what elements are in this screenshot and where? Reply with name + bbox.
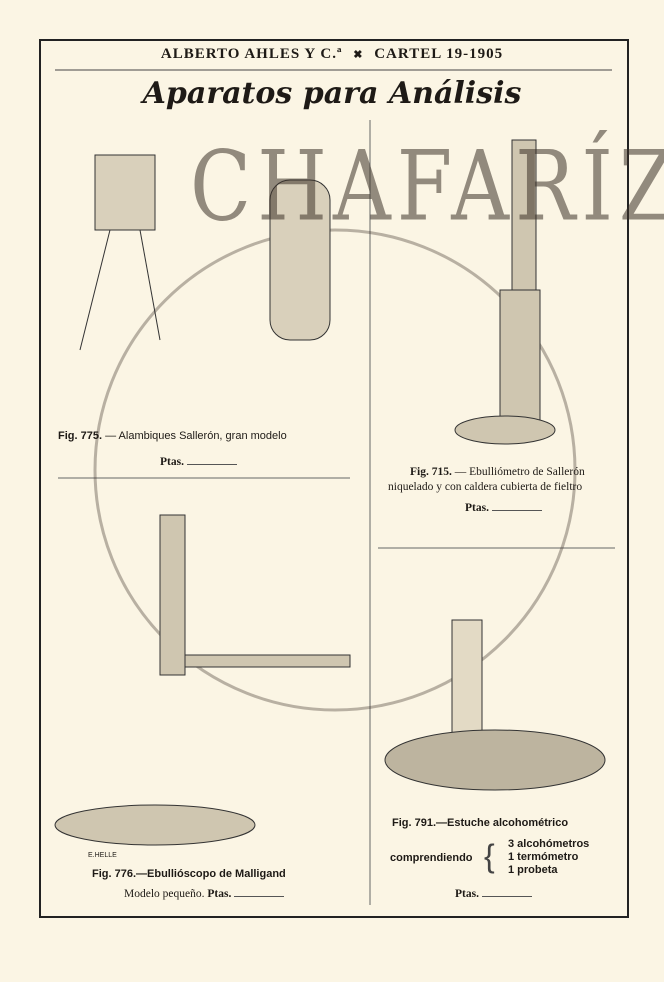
contents-item: 3 alcohómetros [508, 838, 590, 850]
separator: ✖ [353, 49, 364, 61]
page-title: Aparatos para Análisis [142, 76, 522, 111]
caption-fig-715-line2: niquelado y con caldera cubierta de fiel… [388, 481, 583, 493]
caption-fig-775: Fig. 775. — Alambiques Sallerón, gran mo… [58, 430, 287, 442]
catalog-number: CARTEL 19-1905 [374, 46, 504, 62]
caption-fig-791: Fig. 791.—Estuche alcohométrico [392, 817, 569, 829]
ebulliometer-illustration [454, 139, 556, 445]
comprising-label: comprendiendo [390, 852, 473, 864]
price-fig-791: Ptas. [455, 888, 532, 900]
contents-item: 1 termómetro [508, 851, 579, 863]
watermark: CHAFARÍZ [190, 130, 664, 243]
catalog-header: ALBERTO AHLES Y C.ª ✖ CARTEL 19-1905 [0, 46, 664, 63]
caption-fig-776: Fig. 776.—Ebullióscopo de Malligand [92, 868, 286, 880]
price-fig-776: Modelo pequeño. Ptas. [124, 888, 285, 900]
price-fig-775: Ptas. [160, 456, 237, 468]
caption-fig-715: Fig. 715. — Ebulliómetro de Sallerón [410, 466, 585, 478]
ebullioscope-illustration [54, 514, 351, 846]
company-name: ALBERTO AHLES Y C.ª [160, 46, 343, 62]
price-fig-715: Ptas. [465, 502, 542, 514]
contents-item: 1 probeta [508, 864, 558, 876]
watermark-circle [93, 228, 577, 712]
alembic-illustration [79, 154, 331, 351]
alcoholmeter-case-illustration [384, 619, 606, 791]
engraver-signature: E.HELLE [88, 852, 117, 859]
contents-list: 3 alcohómetros 1 termómetro 1 probeta [508, 838, 589, 877]
